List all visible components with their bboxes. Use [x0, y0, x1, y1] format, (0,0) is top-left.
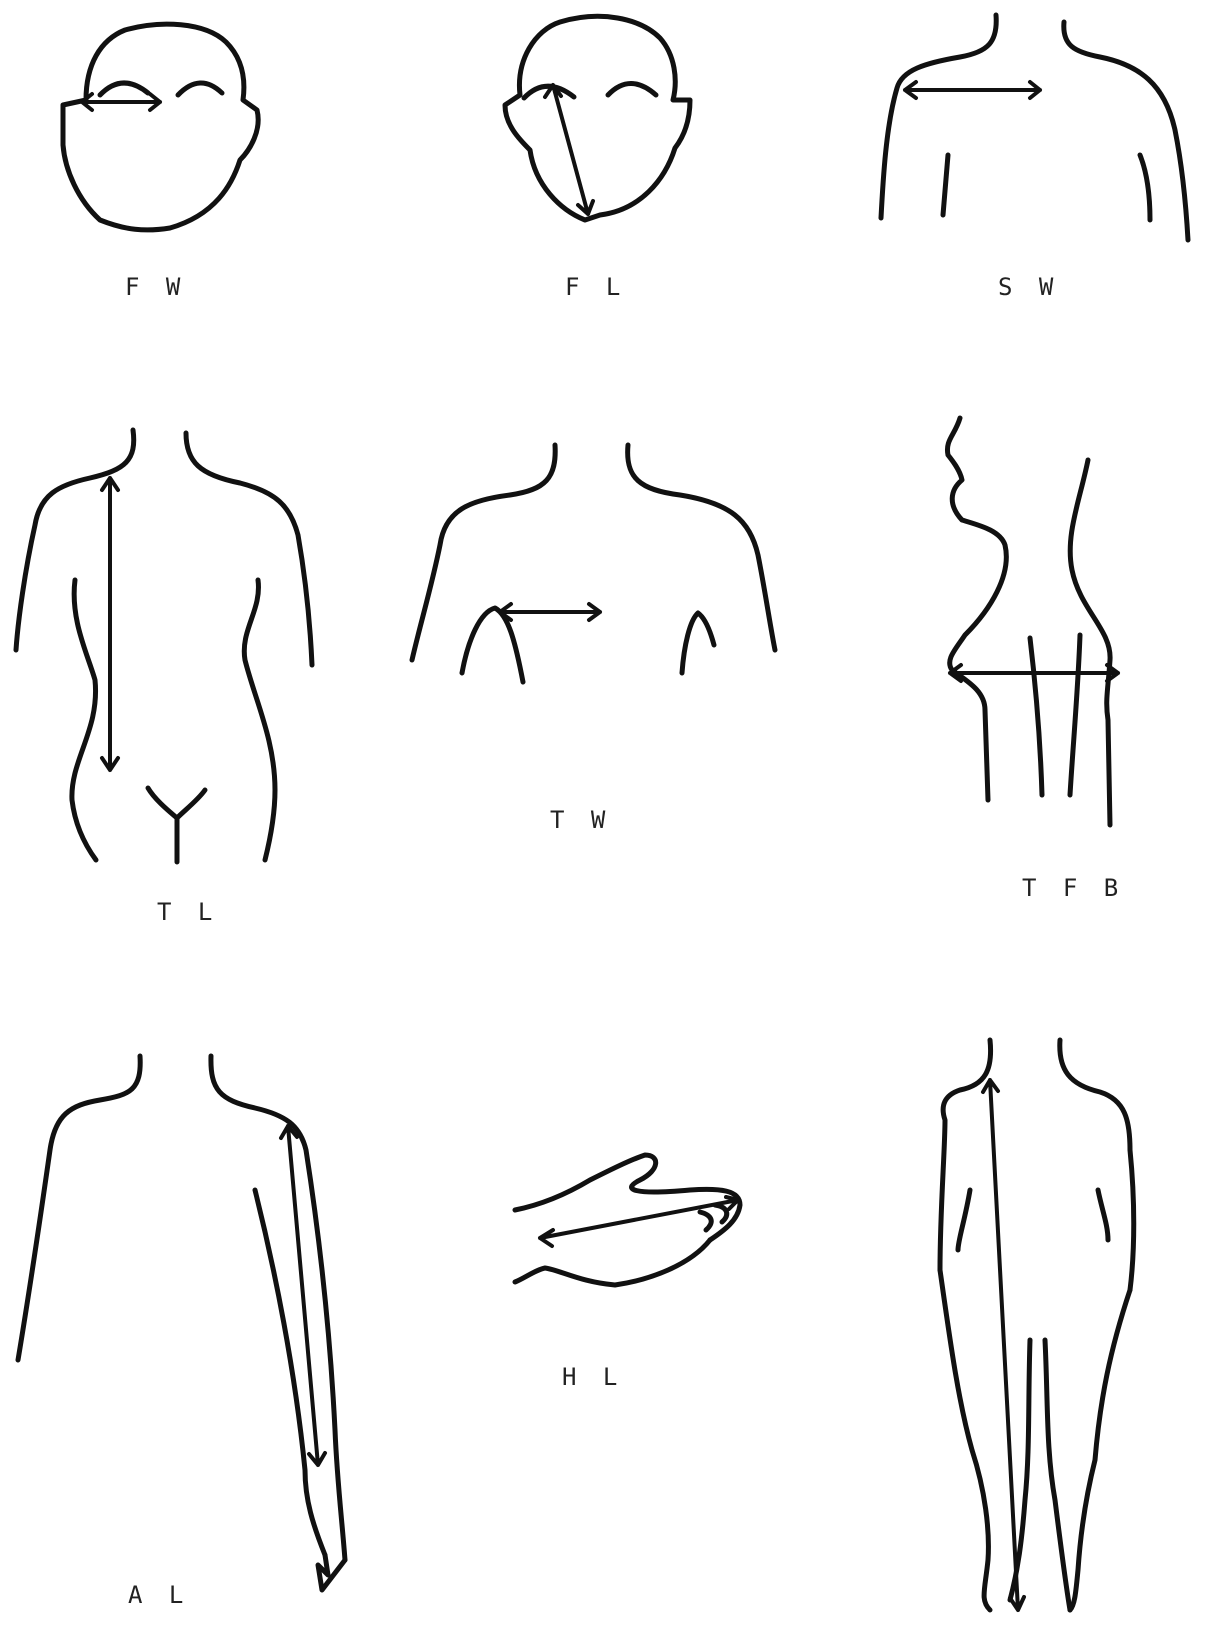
- inner-leg-right: [1045, 1340, 1070, 1610]
- left-neck-shoulder: [940, 1040, 991, 1270]
- right-arm-inner: [1098, 1190, 1108, 1240]
- trunk-depth-figure: [947, 418, 1118, 825]
- right-leg: [1070, 1290, 1130, 1610]
- right-eyebrow: [608, 84, 656, 96]
- face-length-figure: [505, 16, 690, 220]
- right-arm-line: [1140, 155, 1150, 220]
- label-tw: T W: [550, 806, 611, 834]
- right-eyebrow: [178, 83, 222, 95]
- left-leg: [940, 1270, 990, 1610]
- face-width-figure: [63, 24, 258, 230]
- left-neck-shoulder: [18, 1056, 140, 1360]
- arm-length-figure: [18, 1056, 345, 1590]
- trunk-width-figure: [412, 445, 775, 682]
- label-tfb: T F B: [1022, 874, 1124, 902]
- crotch-y: [148, 788, 205, 862]
- arm-length-arrow: [281, 1126, 325, 1465]
- trunk-width-arrow: [500, 604, 600, 620]
- left-neck-shoulder: [881, 15, 996, 218]
- label-hl: H L: [562, 1363, 623, 1391]
- hand-outline-lower: [515, 1240, 710, 1285]
- face-width-arrow: [82, 94, 160, 110]
- left-chest-curve: [462, 608, 523, 682]
- label-fw: F W: [125, 273, 186, 301]
- right-neck-shoulder: [1060, 1040, 1134, 1290]
- right-neck-shoulder: [1064, 22, 1188, 240]
- hand-length-figure: [515, 1155, 740, 1285]
- trunk-length-arrow: [102, 478, 118, 770]
- inner-leg-right: [1070, 635, 1080, 795]
- right-chest-curve: [682, 613, 714, 673]
- right-waist-hip: [244, 580, 275, 860]
- hand-fingers: [318, 1555, 345, 1590]
- right-neck-shoulder: [211, 1056, 345, 1560]
- left-arm-line: [943, 155, 948, 215]
- head-outline: [63, 24, 258, 230]
- left-waist-hip: [72, 580, 96, 860]
- inner-leg-left: [1010, 1340, 1030, 1600]
- left-arm-inner: [958, 1190, 970, 1250]
- shoulder-width-arrow: [905, 82, 1040, 98]
- inner-leg-left: [1030, 638, 1042, 795]
- front-hip-line: [985, 710, 988, 800]
- left-neck-shoulder: [412, 445, 555, 660]
- label-tl: T L: [157, 898, 218, 926]
- head-outline: [505, 16, 690, 220]
- finger-lines: [700, 1205, 727, 1230]
- label-al: A L: [128, 1581, 189, 1609]
- inner-arm-line: [255, 1190, 325, 1555]
- shoulder-width-figure: [881, 15, 1188, 240]
- left-eyebrow: [100, 83, 148, 95]
- trunk-length-figure: [16, 430, 312, 862]
- label-sw: S W: [998, 273, 1059, 301]
- body-length-figure: [940, 1040, 1134, 1610]
- back-outline: [1070, 460, 1110, 825]
- label-fl: F L: [565, 273, 626, 301]
